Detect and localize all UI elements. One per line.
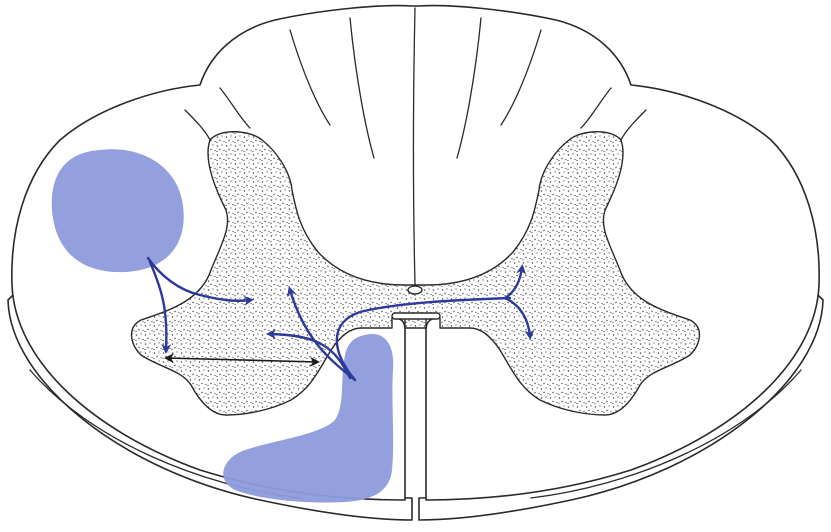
- anterior-median-fissure: [392, 313, 440, 319]
- central-canal: [408, 286, 422, 294]
